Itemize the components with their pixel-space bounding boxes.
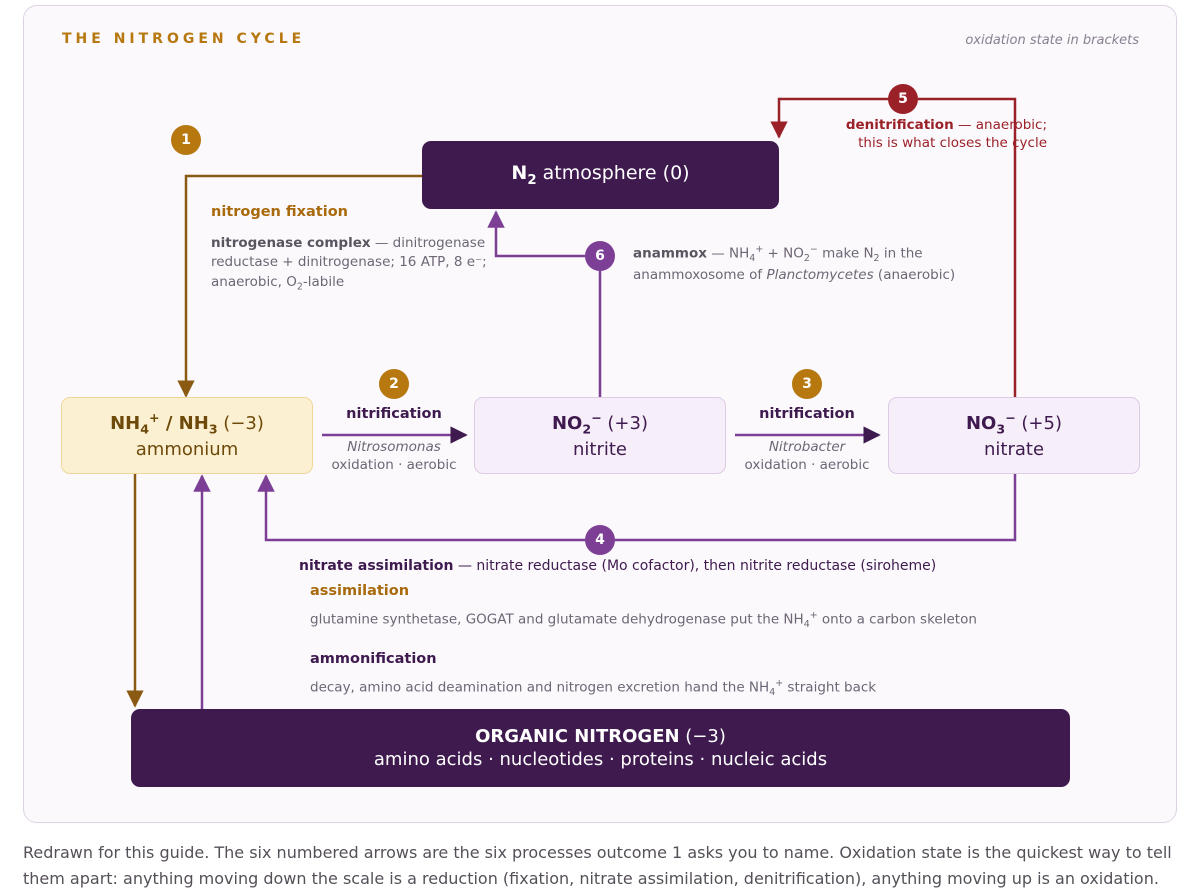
- nitrification-1-title: nitrification: [346, 406, 442, 422]
- oxidation-note: oxidation state in brackets: [965, 33, 1139, 48]
- fixation-arrow: [177, 174, 422, 398]
- nitrate-assimilation-arrow: [257, 474, 1017, 542]
- badge-2: 2: [379, 369, 409, 399]
- nitrite-box: NO2− (+3) nitrite: [474, 397, 726, 474]
- nitrification-2-label: nitrification Nitrobacter oxidation · ae…: [737, 404, 877, 474]
- organic-nitrogen-box: ORGANIC NITROGEN (−3) amino acids · nucl…: [131, 709, 1070, 787]
- badge-3: 3: [792, 369, 822, 399]
- ammonification-label: ammonification decay, amino acid deamina…: [310, 651, 877, 698]
- badge-1: 1: [171, 125, 201, 155]
- anammox-label: anammox — NH4+ + NO2− make N2 in the ana…: [633, 244, 956, 283]
- figure-caption: Redrawn for this guide. The six numbered…: [23, 843, 1172, 888]
- diagram-title: THE NITROGEN CYCLE: [62, 31, 306, 47]
- fixation-title: nitrogen fixation: [211, 204, 348, 220]
- badge-5: 5: [888, 84, 918, 114]
- nitrite-name: nitrite: [573, 438, 627, 460]
- badge-6: 6: [585, 241, 615, 271]
- nitrification-1-label: nitrification Nitrosomonas oxidation · a…: [324, 404, 464, 474]
- anammox-arrow: [487, 210, 602, 398]
- nitrate-assimilation-label: nitrate assimilation — nitrate reductase…: [299, 558, 937, 574]
- nitrate-box: NO3− (+5) nitrate: [888, 397, 1140, 474]
- ammonium-box: NH4+ / NH3 (−3) ammonium: [61, 397, 313, 474]
- ammonium-name: ammonium: [135, 438, 239, 460]
- n2-atmosphere-box: N2 atmosphere (0): [422, 141, 779, 209]
- fixation-label: nitrogen fixation nitrogenase complex — …: [211, 204, 487, 293]
- badge-4: 4: [585, 525, 615, 555]
- assimilation-title: assimilation: [310, 583, 410, 599]
- assimilation-label: assimilation glutamine synthetase, GOGAT…: [310, 583, 977, 630]
- nitrification-2-title: nitrification: [759, 406, 855, 422]
- nitrate-name: nitrate: [983, 438, 1045, 460]
- denitrification-label: denitrification — anaerobic; this is wha…: [845, 117, 1047, 152]
- organic-nitrogen-subtitle: amino acids · nucleotides · proteins · n…: [373, 749, 828, 770]
- ammonification-title: ammonification: [310, 651, 437, 667]
